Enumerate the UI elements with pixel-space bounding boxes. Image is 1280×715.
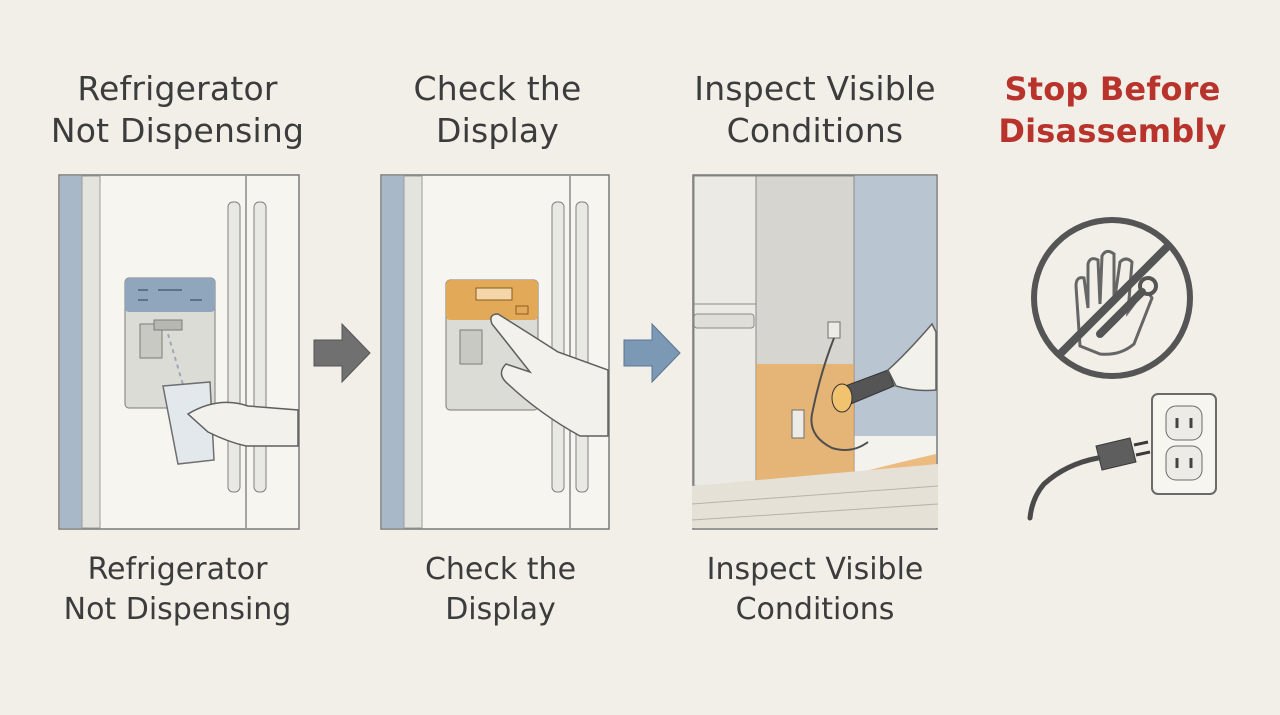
step-2-illustration [380, 174, 610, 530]
step-1-title-line-1: Refrigerator [77, 69, 278, 108]
step-1-caption-line-1: Refrigerator [87, 552, 268, 587]
arrow-right-blue-icon [622, 322, 682, 388]
step-2-title-line-1: Check the [413, 69, 582, 108]
warning-title-line-2: Disassembly [998, 112, 1227, 150]
step-3-title: Inspect Visible Conditions [680, 68, 950, 152]
step-3-caption-line-1: Inspect Visible [706, 552, 924, 587]
warning-title: Stop Before Disassembly [990, 68, 1235, 152]
warning-title-line-1: Stop Before [1004, 70, 1221, 108]
step-2-caption-line-1: Check the [424, 552, 577, 587]
step-1-caption: Refrigerator Not Dispensing [40, 550, 315, 630]
step-3-illustration [692, 174, 938, 530]
step-1-title: Refrigerator Not Dispensing [40, 68, 315, 152]
step-3-title-line-2: Conditions [726, 111, 904, 150]
unplugged-power-cord-icon [1026, 390, 1222, 528]
step-2-title: Check the Display [365, 68, 630, 152]
step-1-caption-line-2: Not Dispensing [63, 592, 292, 627]
step-3-caption-line-2: Conditions [735, 592, 895, 627]
step-3-title-line-1: Inspect Visible [694, 69, 936, 108]
step-1-illustration [58, 174, 300, 530]
step-2-title-line-2: Display [435, 111, 560, 150]
no-hand-wrench-screwdriver-icon [1030, 216, 1194, 384]
step-2-caption: Check the Display [368, 550, 633, 630]
step-3-caption: Inspect Visible Conditions [680, 550, 950, 630]
step-1-title-line-2: Not Dispensing [50, 111, 305, 150]
arrow-right-gray-icon [312, 322, 372, 388]
step-2-caption-line-2: Display [445, 592, 556, 627]
